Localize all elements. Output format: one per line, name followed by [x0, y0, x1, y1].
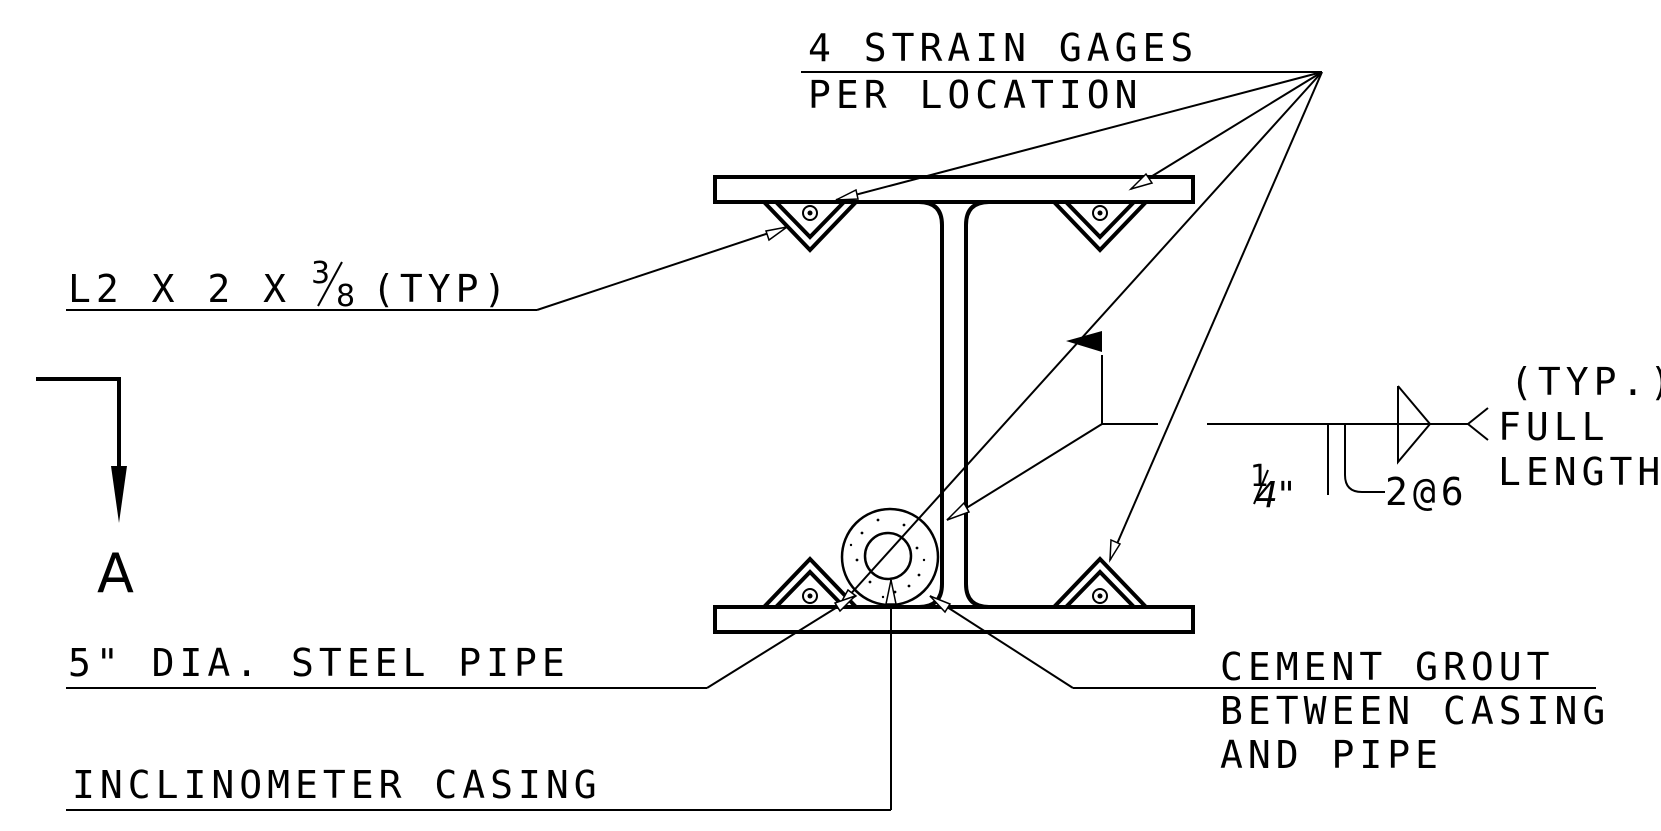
- steel-pipe-assembly: [840, 507, 940, 607]
- strain-gage-icon: [802, 588, 818, 604]
- section-arrow-icon: [111, 466, 127, 523]
- strain-leader-4: [1109, 71, 1323, 561]
- strain-gages-label-line1: 4 STRAIN GAGES: [808, 26, 1198, 70]
- angle-top-left: [762, 200, 858, 253]
- pipe-leader: [706, 595, 856, 689]
- top-flange: [713, 175, 1195, 204]
- web-right-edge: [964, 200, 990, 609]
- grout-callout: CEMENT GROUT BETWEEN CASING AND PIPE: [929, 595, 1610, 777]
- angle-leader: [536, 226, 788, 311]
- w-shape-beam: [713, 175, 1195, 634]
- strain-leader-1: [835, 71, 1323, 201]
- strain-gages-callout: 4 STRAIN GAGES PER LOCATION: [801, 26, 1323, 609]
- grout-label-line3: AND PIPE: [1220, 733, 1443, 777]
- grout-stipple: [849, 518, 926, 599]
- pipe-label: 5" DIA. STEEL PIPE: [68, 641, 570, 685]
- weld-tail-icon: [1466, 407, 1489, 441]
- section-cut-marker: A: [36, 377, 134, 605]
- strain-leader-2: [1130, 71, 1323, 190]
- weld-leader: [946, 423, 1103, 521]
- angle-callout: L2 X 2 X 3 8 (TYP): [66, 226, 788, 314]
- angle-fraction-denominator: 8: [336, 279, 355, 314]
- weld-full-label: FULL: [1498, 405, 1610, 449]
- angle-fraction-numerator: 3: [311, 256, 330, 291]
- inclinometer-casing: [863, 531, 913, 581]
- weld-size-numerator: 1: [1250, 459, 1269, 494]
- pipe-callout: 5" DIA. STEEL PIPE: [66, 595, 856, 689]
- weld-typ-label: (TYP.): [1510, 360, 1661, 404]
- weld-symbol: 1 4" 2@6 (TYP.) FULL LENGTH: [946, 331, 1661, 521]
- strain-gages-label-line2: PER LOCATION: [808, 73, 1143, 117]
- weld-size-denominator: 4": [1255, 475, 1294, 516]
- web-left-edge: [918, 200, 944, 609]
- inclinometer-label: INCLINOMETER CASING: [72, 763, 602, 807]
- grout-leader: [929, 595, 1074, 689]
- section-cut-line: [36, 377, 121, 470]
- fillet-length-bracket: [1344, 424, 1385, 493]
- angle-top-right: [1052, 200, 1148, 253]
- inclinometer-callout: INCLINOMETER CASING: [66, 579, 897, 811]
- weld-pitch: 2@6: [1385, 470, 1469, 514]
- strain-gage-icon: [1092, 205, 1108, 221]
- weld-length-label: LENGTH: [1498, 450, 1661, 494]
- grout-label-line1: CEMENT GROUT: [1220, 645, 1555, 689]
- field-weld-flag-icon: [1066, 331, 1102, 352]
- grout-label-line2: BETWEEN CASING: [1220, 689, 1610, 733]
- strain-leader-3: [837, 71, 1323, 609]
- angle-bottom-left: [762, 556, 858, 609]
- section-letter: A: [97, 542, 134, 605]
- fillet-weld-triangle-icon: [1397, 385, 1432, 465]
- strain-gage-icon: [1092, 588, 1108, 604]
- strain-gage-icon: [802, 205, 818, 221]
- angle-bottom-right: [1052, 556, 1148, 609]
- angle-label-prefix: L2 X 2 X: [68, 267, 291, 311]
- angle-label-suffix: (TYP): [372, 267, 511, 311]
